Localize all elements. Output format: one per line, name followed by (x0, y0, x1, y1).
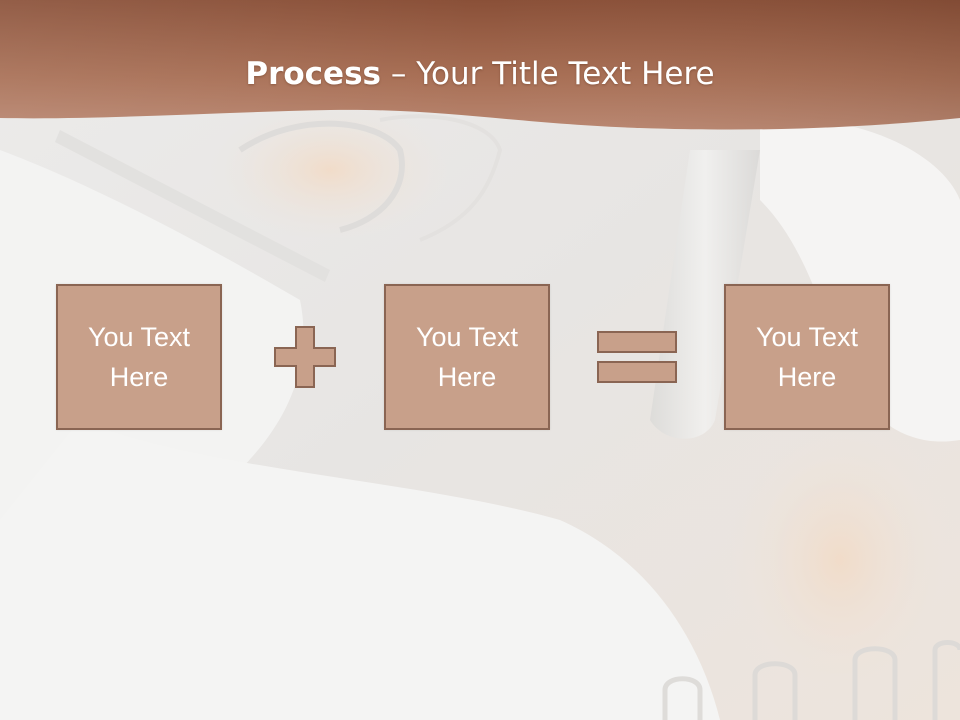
plus-icon (274, 326, 336, 388)
process-box-3-text: You Text Here (755, 322, 859, 392)
process-box-3[interactable]: You Text Here (724, 284, 890, 430)
process-box-2-text: You Text Here (415, 322, 519, 392)
header-band (0, 0, 960, 130)
process-box-1[interactable]: You Text Here (56, 284, 222, 430)
process-box-1-text: You Text Here (87, 322, 191, 392)
slide-title: Process – Your Title Text Here (0, 52, 960, 96)
process-box-2[interactable]: You Text Here (384, 284, 550, 430)
title-bold: Process (245, 56, 381, 92)
equals-icon (597, 331, 677, 383)
title-rest: – Your Title Text Here (381, 56, 715, 92)
